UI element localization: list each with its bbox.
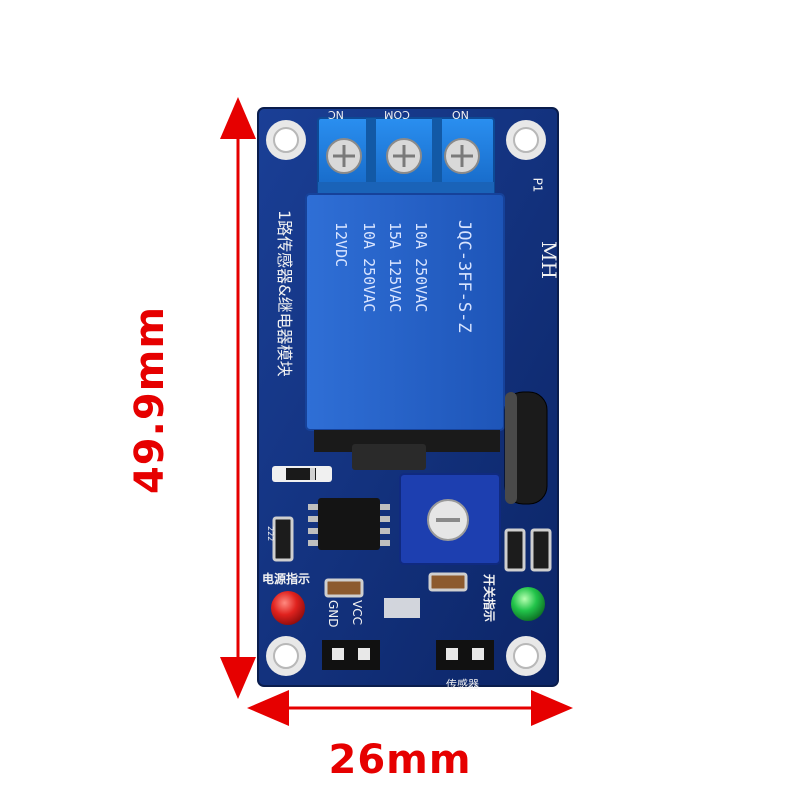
pin-label-vcc: VCC bbox=[350, 600, 364, 625]
mounting-holes bbox=[266, 120, 546, 676]
relay-rating-line-3: 10A 250VAC bbox=[412, 222, 430, 313]
screw-terminal-block bbox=[317, 117, 495, 197]
screw-nc bbox=[326, 138, 362, 174]
terminal-label-no: NO bbox=[452, 108, 469, 121]
designator-label: P1 bbox=[530, 177, 545, 193]
capacitor bbox=[504, 391, 548, 505]
screw-no bbox=[444, 138, 480, 174]
sensor-header-label: 传感器 bbox=[446, 678, 479, 691]
status-led-label: 开关指示 bbox=[482, 574, 496, 623]
terminal-label-com: COM bbox=[384, 108, 410, 121]
module-side-label: 1路传感器&继电器模块 bbox=[275, 210, 294, 377]
relay-model-number: JQC-3FF-S-Z bbox=[454, 220, 474, 333]
pin-label-gnd: GND bbox=[326, 600, 340, 628]
power-header bbox=[322, 598, 420, 670]
diode bbox=[272, 466, 332, 482]
screw-com bbox=[386, 138, 422, 174]
height-dimension-label: 49.9mm bbox=[127, 305, 173, 495]
width-dimension-label: 26mm bbox=[328, 737, 472, 783]
status-led bbox=[511, 587, 545, 621]
relay-coil-rating: 12VDC bbox=[332, 222, 350, 268]
relay-rating-line-2: 15A 125VAC bbox=[386, 222, 404, 313]
ic-chip bbox=[308, 498, 390, 550]
resistor-code: 222 bbox=[266, 526, 275, 542]
smd-resistors bbox=[272, 516, 552, 598]
relay-brand-mark: MH bbox=[536, 241, 561, 279]
power-led-label: 电源指示 bbox=[262, 572, 311, 586]
terminal-label-nc: NC bbox=[328, 108, 344, 121]
relay-rating-line-1: 10A 250VAC bbox=[360, 222, 378, 313]
power-led bbox=[271, 591, 305, 625]
potentiometer bbox=[399, 473, 501, 565]
sensor-header bbox=[436, 640, 494, 670]
